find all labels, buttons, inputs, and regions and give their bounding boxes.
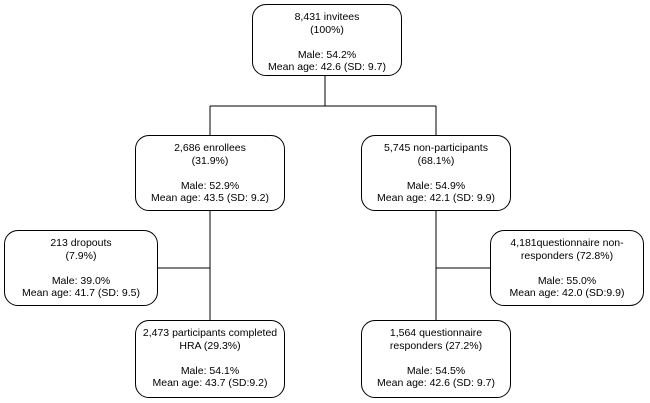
node-age: Mean age: 42.6 (SD: 9.7) <box>377 377 495 389</box>
node-age: Mean age: 43.7 (SD:9.2) <box>152 377 268 389</box>
node-age: Mean age: 42.6 (SD: 9.7) <box>268 61 386 73</box>
node-label: 2,473 participants completed <box>142 327 278 339</box>
node-questionnaire-responders: 1,564 questionnaire responders (27.2%) M… <box>361 320 511 398</box>
node-dropouts: 213 dropouts (7.9%) Male: 39.0% Mean age… <box>4 230 158 306</box>
node-male: Male: 54.2% <box>297 48 357 61</box>
node-percent: (31.9%) <box>191 154 229 167</box>
node-male: Male: 54.9% <box>406 179 466 192</box>
node-male: Male: 54.5% <box>406 364 466 377</box>
node-label: 4,181questionnaire non- <box>510 237 624 249</box>
node-questionnaire-non-responders: 4,181questionnaire non- responders (72.8… <box>490 230 644 306</box>
node-label: 2,686 enrollees <box>174 142 246 154</box>
node-label: 5,745 non-participants <box>384 142 488 154</box>
node-percent: responders (27.2%) <box>389 339 483 352</box>
node-label: 213 dropouts <box>50 237 112 249</box>
node-label: 1,564 questionnaire <box>389 327 483 339</box>
node-percent: (7.9%) <box>65 249 97 262</box>
node-percent: (100%) <box>310 23 344 36</box>
node-invitees: 8,431 invitees (100%) Male: 54.2% Mean a… <box>252 4 402 76</box>
node-male: Male: 54.1% <box>180 364 240 377</box>
node-male: Male: 52.9% <box>180 179 240 192</box>
node-age: Mean age: 42.0 (SD:9.9) <box>509 287 625 299</box>
node-age: Mean age: 43.5 (SD: 9.2) <box>151 192 269 204</box>
node-age: Mean age: 42.1 (SD: 9.9) <box>377 192 495 204</box>
node-age: Mean age: 41.7 (SD: 9.5) <box>22 287 140 299</box>
node-completed-hra: 2,473 participants completed HRA (29.3%)… <box>135 320 285 398</box>
node-label: 8,431 invitees <box>294 11 360 23</box>
node-enrollees: 2,686 enrollees (31.9%) Male: 52.9% Mean… <box>135 135 285 211</box>
node-non-participants: 5,745 non-participants (68.1%) Male: 54.… <box>361 135 511 211</box>
node-percent: (68.1%) <box>417 154 455 167</box>
node-percent: HRA (29.3%) <box>179 339 241 352</box>
node-male: Male: 39.0% <box>51 274 111 287</box>
node-male: Male: 55.0% <box>537 274 597 287</box>
node-percent: responders (72.8%) <box>520 249 614 262</box>
